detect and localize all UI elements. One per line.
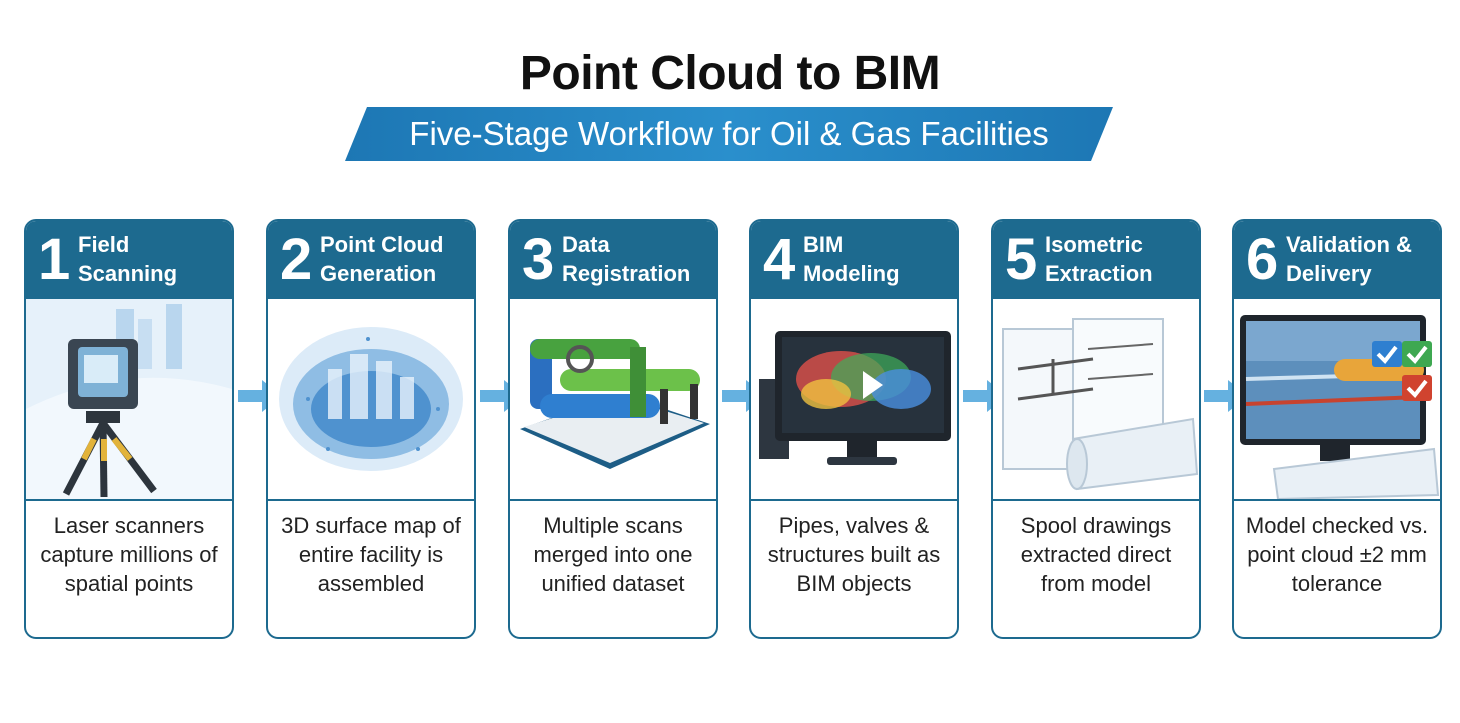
stage-title: Data Registration: [562, 232, 691, 286]
stage-card-6: 6 Validation & Delivery Model checked vs…: [1232, 219, 1442, 639]
stage-title: Point Cloud Generation: [320, 232, 444, 286]
subtitle-banner: [345, 107, 1113, 161]
stage-number: 3: [522, 227, 555, 292]
stage-card-1: 1 Field Scanning Laser scanners capture …: [24, 219, 234, 639]
stage-number: 6: [1246, 227, 1279, 292]
stage-number: 1: [38, 227, 71, 292]
pipe-model-icon: [510, 299, 716, 501]
page-title: Point Cloud to BIM: [519, 47, 941, 100]
validation-icon: [1234, 299, 1440, 501]
stage-card-4: 4 BIM Modeling Pipes, valves & structure…: [749, 219, 959, 639]
drawings-icon: [993, 299, 1199, 501]
stage-number: 2: [280, 227, 313, 292]
stage-number: 5: [1005, 227, 1038, 292]
stage-title: BIM Modeling: [803, 232, 900, 286]
monitor-icon: [751, 299, 957, 501]
stage-header: 4 BIM Modeling: [751, 221, 957, 299]
stage-header: 2 Point Cloud Generation: [268, 221, 474, 299]
stage-description: Model checked vs. point cloud ±2 mm tole…: [1245, 513, 1429, 596]
stage-description: Multiple scans merged into one unified d…: [533, 513, 693, 596]
stage-card-2: 2 Point Cloud Generation 3D surface map …: [266, 219, 476, 639]
stage-description: 3D surface map of entire facility is ass…: [281, 513, 461, 596]
stage-card-3: 3 Data Registration Multiple scans merge…: [508, 219, 718, 639]
stage-header: 5 Isometric Extraction: [993, 221, 1199, 299]
page-subtitle: Five-Stage Workflow for Oil & Gas Facili…: [409, 115, 1049, 152]
stage-header: 6 Validation & Delivery: [1234, 221, 1440, 299]
stage-description: Spool drawings extracted direct from mod…: [1020, 513, 1172, 596]
stage-header: 3 Data Registration: [510, 221, 716, 299]
stage-title: Isometric Extraction: [1045, 232, 1153, 286]
stage-description: Laser scanners capture millions of spati…: [40, 513, 218, 596]
stage-title: Field Scanning: [78, 232, 178, 286]
stage-header: 1 Field Scanning: [26, 221, 232, 299]
laser-scanner-icon: [26, 299, 232, 501]
stage-number: 4: [763, 227, 796, 292]
stage-card-5: 5 Isometric Extraction Spool drawings ex…: [991, 219, 1201, 639]
point-cloud-icon: [268, 299, 474, 501]
stage-title: Validation & Delivery: [1286, 232, 1412, 286]
stage-description: Pipes, valves & structures built as BIM …: [767, 513, 941, 596]
